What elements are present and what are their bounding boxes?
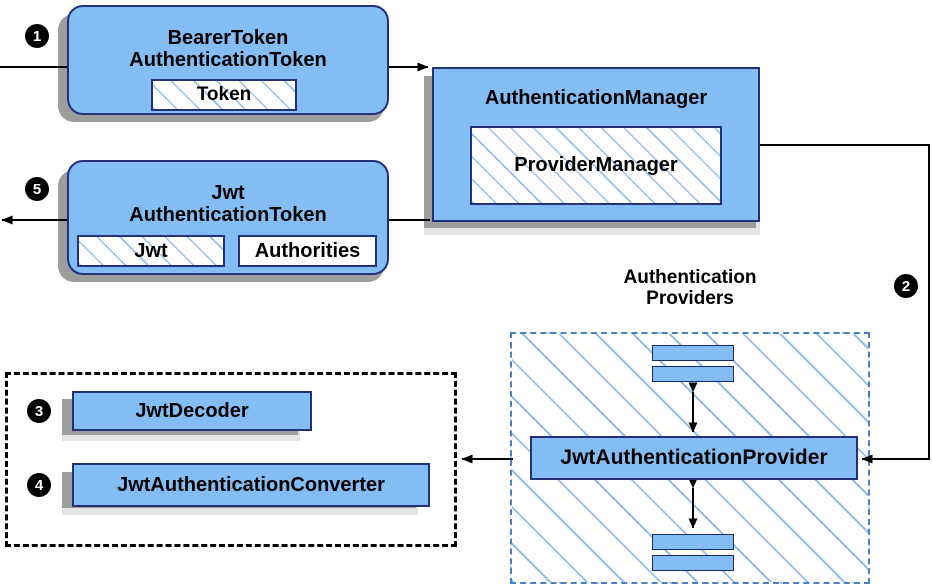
provider-stack-bar-top-2 [652,366,734,382]
step-marker-1: 1 [25,24,49,48]
provider-stack-bar-top-1 [652,345,734,361]
jwt-decoder-node[interactable]: JwtDecoder [72,391,312,431]
jwt-token-title: Jwt AuthenticationToken [129,182,326,254]
authentication-manager-title: AuthenticationManager [484,87,708,109]
provider-stack-bar-bottom-2 [652,555,734,571]
jwt-authentication-provider-node[interactable]: JwtAuthenticationProvider [530,436,858,480]
provider-manager-inner-box: ProviderManager [470,126,722,205]
bearer-token-title-line1: BearerToken [167,27,289,49]
step-marker-5: 5 [25,177,49,201]
jwt-authentication-converter-node[interactable]: JwtAuthenticationConverter [72,463,430,507]
providers-caption-line2: Providers [646,288,734,310]
step-marker-2: 2 [894,274,918,298]
step-marker-3: 3 [27,399,51,423]
jwt-token-inner-authorities: Authorities [238,235,377,267]
provider-stack-bar-bottom-1 [652,534,734,550]
step-marker-4: 4 [27,473,51,497]
authentication-providers-caption: Authentication Providers [585,267,795,310]
jwt-token-inner-jwt: Jwt [77,235,225,267]
bearer-token-inner-token: Token [151,79,297,111]
providers-caption-line1: Authentication [623,267,757,288]
bearer-token-title-line2: AuthenticationToken [129,49,327,71]
jwt-token-title-line2: AuthenticationToken [129,203,327,226]
jwt-token-title-line1: Jwt [211,181,245,204]
bearer-token-title: BearerToken AuthenticationToken [129,27,326,93]
jwt-support-group-region [5,372,457,547]
